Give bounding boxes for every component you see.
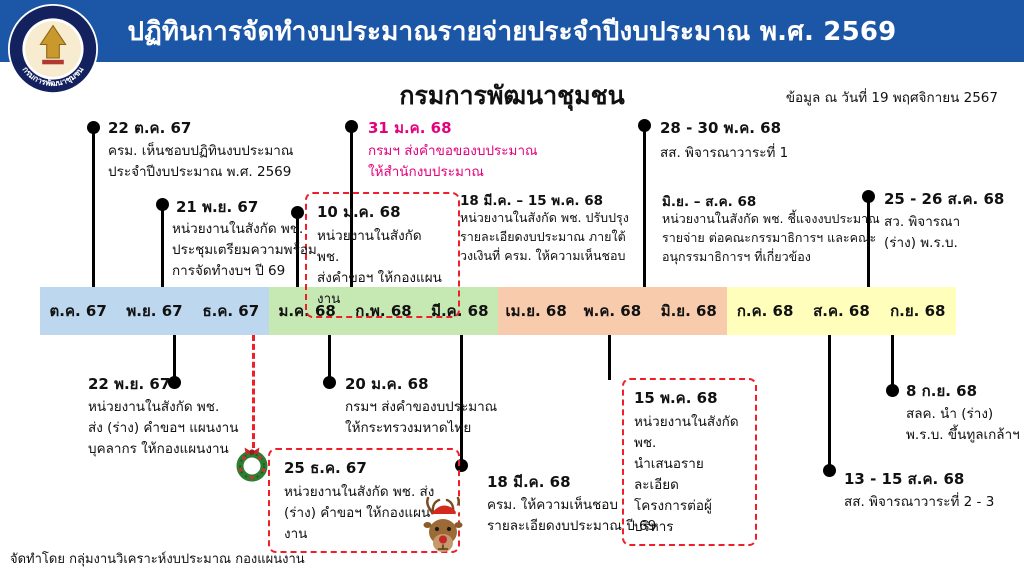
event-mar18-date: 18 มี.ค. 68 (487, 473, 571, 491)
event-aug25-26-text: สว. พิจารณา (ร่าง) พ.ร.บ. (884, 214, 961, 251)
dot-jan20 (323, 376, 336, 389)
christmas-reindeer-icon (423, 496, 463, 552)
month-jun-68: มิ.ย. 68 (650, 287, 727, 335)
event-dec25-date: 25 ธ.ค. 67 (284, 459, 367, 477)
christmas-wreath-icon (236, 447, 268, 482)
connector-nov22 (173, 335, 176, 382)
event-jan10-date: 10 ม.ค. 68 (317, 203, 401, 221)
event-dec25-box: 25 ธ.ค. 67 หน่วยงานในสังกัด พช. ส่ง (ร่า… (268, 448, 460, 553)
connector-jan10 (296, 212, 299, 287)
connector-jan31 (350, 126, 353, 287)
month-may-68: พ.ค. 68 (574, 287, 651, 335)
event-nov21-text: หน่วยงานในสังกัด พช. ประชุมเตรียมความพร้… (172, 221, 317, 279)
dot-aug25-26 (862, 190, 875, 203)
event-sep8-date: 8 ก.ย. 68 (906, 382, 978, 400)
event-jan10-box: 10 ม.ค. 68 หน่วยงานในสังกัด พช. ส่งคำขอฯ… (305, 192, 460, 318)
event-nov22-text: หน่วยงานในสังกัด พช. ส่ง (ร่าง) คำขอฯ แผ… (88, 399, 239, 457)
dot-sep8 (886, 384, 899, 397)
month-feb-68: ก.พ. 68 (345, 287, 422, 335)
connector-may15 (608, 335, 611, 380)
department-logo: กรมการพัฒนาชุมชน (8, 4, 98, 94)
event-jun-aug-text: หน่วยงานในสังกัด พช. ชี้แจงงบประมาณ รายจ… (662, 211, 880, 264)
month-jul-68: ก.ค. 68 (726, 287, 804, 335)
event-mar18-may15-date: 18 มี.ค. – 15 พ.ค. 68 (460, 193, 603, 209)
dot-may28-30 (638, 119, 651, 132)
event-nov21-date: 21 พ.ย. 67 (176, 198, 259, 216)
connector-jan20 (328, 335, 331, 382)
month-nov-67: พ.ย. 67 (116, 287, 193, 335)
month-dec-67: ธ.ค. 67 (192, 287, 269, 335)
event-nov22-date: 22 พ.ย. 67 (88, 375, 171, 393)
credit-line: จัดทำโดย กลุ่มงานวิเคราะห์งบประมาณ กองแผ… (10, 552, 305, 567)
connector-mar18 (460, 335, 463, 465)
event-mar18-text: ครม. ให้ความเห็นชอบ รายละเอียดงบประมาณ ป… (487, 497, 657, 534)
dot-nov21 (156, 198, 169, 211)
event-jan31-date: 31 ม.ค. 68 (368, 119, 452, 137)
event-oct22-date: 22 ต.ค. 67 (108, 119, 192, 137)
connector-nov21 (161, 204, 164, 287)
month-oct-67: ต.ค. 67 (40, 287, 117, 335)
event-may15-box: 15 พ.ค. 68 หน่วยงานในสังกัด พช. นำเสนอรา… (622, 378, 757, 546)
logo-emblem-icon (39, 24, 67, 59)
event-jan10-text: หน่วยงานในสังกัด พช. ส่งคำขอฯ ให้กองแผนง… (317, 228, 442, 307)
month-sep-68: ก.ย. 68 (879, 287, 956, 335)
event-aug13-15-text: สส. พิจารณาวาระที่ 2 - 3 (844, 494, 995, 510)
dot-aug13-15 (823, 464, 836, 477)
connector-sep8 (891, 335, 894, 390)
event-may28-30-text: สส. พิจารณาวาระที่ 1 (660, 145, 789, 161)
event-jan20-text: กรมฯ ส่งคำของบประมาณ ให้กระทรวงมหาดไทย (345, 399, 498, 436)
event-mar18-may15-text: หน่วยงานในสังกัด พช. ปรับปรุง รายละเอียด… (460, 210, 629, 263)
dot-jan31 (345, 120, 358, 133)
event-may15-date: 15 พ.ค. 68 (634, 389, 718, 407)
event-may28-30-date: 28 - 30 พ.ค. 68 (660, 119, 782, 137)
event-jun-aug-date: มิ.ย. – ส.ค. 68 (662, 194, 757, 210)
event-sep8-text: สลค. นำ (ร่าง) พ.ร.บ. ขึ้นทูลเกล้าฯ (906, 406, 1020, 443)
event-aug13-15-date: 13 - 15 ส.ค. 68 (844, 470, 965, 488)
department-name: กรมการพัฒนาชุมชน (399, 81, 625, 110)
connector-aug13-15 (828, 335, 831, 470)
connector-aug25-26 (867, 196, 870, 287)
event-oct22-text: ครม. เห็นชอบปฏิทินงบประมาณ ประจำปีงบประม… (108, 143, 294, 180)
data-as-of-note: ข้อมูล ณ วันที่ 19 พฤศจิกายน 2567 (785, 90, 998, 106)
dot-oct22 (87, 121, 100, 134)
dot-nov22 (168, 376, 181, 389)
event-may15-text: หน่วยงานในสังกัด พช. นำเสนอรายละเอียด โค… (634, 414, 739, 535)
connector-may28-30 (643, 125, 646, 287)
event-jan20-date: 20 ม.ค. 68 (345, 375, 429, 393)
event-dec25-text: หน่วยงานในสังกัด พช. ส่ง (ร่าง) คำขอฯ ให… (284, 484, 435, 542)
timeline-bar: ต.ค. 67 พ.ย. 67 ธ.ค. 67 ม.ค. 68 ก.พ. 68 … (40, 287, 956, 335)
connector-oct22 (92, 127, 95, 287)
header-bar: ปฏิทินการจัดทำงบประมาณรายจ่ายประจำปีงบปร… (0, 0, 1024, 62)
month-apr-68: เม.ย. 68 (497, 287, 575, 335)
event-jan31-text: กรมฯ ส่งคำขอของบประมาณ ให้สำนักงบประมาณ (368, 143, 538, 180)
month-aug-68: ส.ค. 68 (803, 287, 880, 335)
dot-jan10 (291, 206, 304, 219)
connector-dec25-dashed (252, 335, 255, 448)
page-title: ปฏิทินการจัดทำงบประมาณรายจ่ายประจำปีงบปร… (127, 16, 897, 47)
event-aug25-26-date: 25 - 26 ส.ค. 68 (884, 190, 1005, 208)
